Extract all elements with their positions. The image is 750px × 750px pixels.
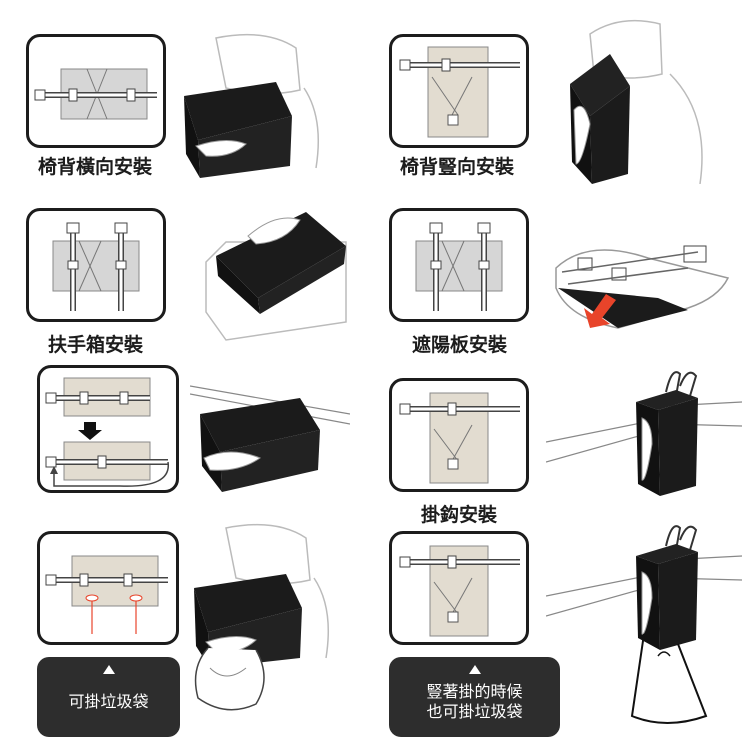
caption-seat-horizontal: 椅背橫向安裝 bbox=[38, 156, 153, 178]
triangle-up-icon bbox=[102, 665, 115, 674]
diagram-hang-trash bbox=[389, 531, 529, 645]
triangle-up-icon bbox=[468, 665, 481, 674]
illustration-seat-loop bbox=[190, 385, 350, 492]
note-hang-trash-line1: 豎著掛的時候 bbox=[426, 682, 523, 701]
note-hang-trash-line2: 也可掛垃圾袋 bbox=[426, 702, 523, 721]
caption-hook: 掛鈎安裝 bbox=[421, 504, 498, 526]
diagram-seat-vertical bbox=[389, 34, 529, 148]
note-trash-bag-text: 可掛垃圾袋 bbox=[68, 692, 149, 711]
illustration-armrest bbox=[205, 212, 347, 341]
diagram-armrest bbox=[26, 208, 166, 322]
illustration-trash-bag bbox=[194, 523, 330, 711]
caption-armrest: 扶手箱安裝 bbox=[48, 334, 144, 356]
diagram-seat-horizontal bbox=[26, 34, 166, 148]
diagram-sun-visor bbox=[389, 208, 529, 322]
illustration-seat-vertical bbox=[570, 19, 703, 184]
illustration-sun-visor bbox=[555, 245, 730, 329]
note-trash-bag: 可掛垃圾袋 bbox=[37, 657, 180, 737]
diagram-trash-bag bbox=[37, 531, 179, 645]
illustration-hang-trash bbox=[546, 525, 742, 724]
diagram-hook bbox=[389, 378, 529, 492]
note-hang-trash: 豎著掛的時候 也可掛垃圾袋 bbox=[389, 657, 560, 737]
illustration-seat-horizontal bbox=[184, 33, 320, 178]
caption-seat-vertical: 椅背豎向安裝 bbox=[400, 156, 515, 178]
diagram-seat-loop bbox=[37, 365, 179, 493]
illustration-hook bbox=[546, 371, 742, 496]
caption-sun-visor: 遮陽板安裝 bbox=[412, 334, 508, 356]
